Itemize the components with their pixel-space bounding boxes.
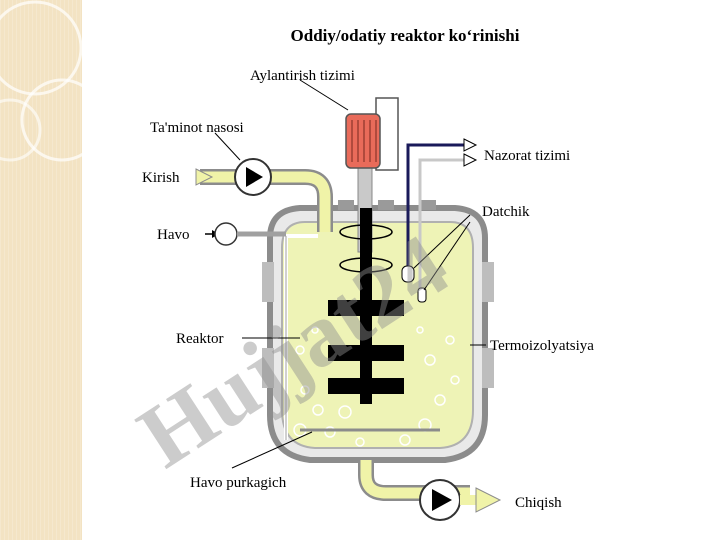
- label-chiqish: Chiqish: [515, 495, 562, 511]
- control-arrow-dark-icon: [463, 138, 478, 152]
- label-aylantirish: Aylantirish tizimi: [250, 68, 355, 84]
- flange-left-top: [262, 262, 274, 302]
- feed-pipe: [200, 171, 331, 232]
- flange-left-bottom: [262, 348, 274, 388]
- feed-pump-arrow-icon: [246, 167, 263, 187]
- swirl-arrow-icon: [360, 238, 372, 245]
- outlet-pipe: [360, 460, 470, 499]
- chiqish-arrow-icon: [475, 487, 502, 513]
- label-taminot: Ta'minot nasosi: [150, 120, 244, 136]
- label-purkagich: Havo purkagich: [190, 475, 287, 491]
- label-reaktor: Reaktor: [176, 331, 223, 347]
- label-kirish: Kirish: [142, 170, 180, 186]
- top-bolt-1: [338, 200, 354, 210]
- top-bolt-2: [378, 200, 394, 210]
- slide-title: Oddiy/odatiy reaktor ko‘rinishi: [290, 26, 520, 45]
- sensor-1-icon: [401, 265, 415, 283]
- impeller-blade-3: [328, 378, 404, 394]
- control-arrow-light-icon: [463, 153, 478, 167]
- outlet-pump-arrow-icon: [432, 489, 452, 511]
- label-datchik: Datchik: [482, 204, 530, 220]
- impeller-blade-1: [328, 300, 404, 316]
- leader-lines: [214, 79, 486, 469]
- sidebar-rings: [0, 0, 104, 162]
- flange-right-top: [482, 262, 494, 302]
- motor-ribs: [351, 120, 377, 162]
- label-nazorat: Nazorat tizimi: [484, 148, 570, 164]
- label-havo: Havo: [157, 227, 190, 243]
- control-line-light: [418, 158, 466, 290]
- decorative-sidebar: [0, 0, 104, 540]
- control-line-dark: [406, 143, 466, 272]
- kirish-arrow-icon: [195, 168, 214, 186]
- impeller-blade-2: [328, 345, 404, 361]
- flange-right-bottom: [482, 348, 494, 388]
- sensor-2-icon: [417, 287, 427, 303]
- label-termo: Termoizolyatsiya: [490, 338, 594, 354]
- top-bolt-3: [420, 200, 436, 210]
- air-bubbles: [293, 326, 460, 447]
- swirl-arrow-icon-2: [360, 271, 372, 278]
- air-pump-icon: [214, 222, 238, 246]
